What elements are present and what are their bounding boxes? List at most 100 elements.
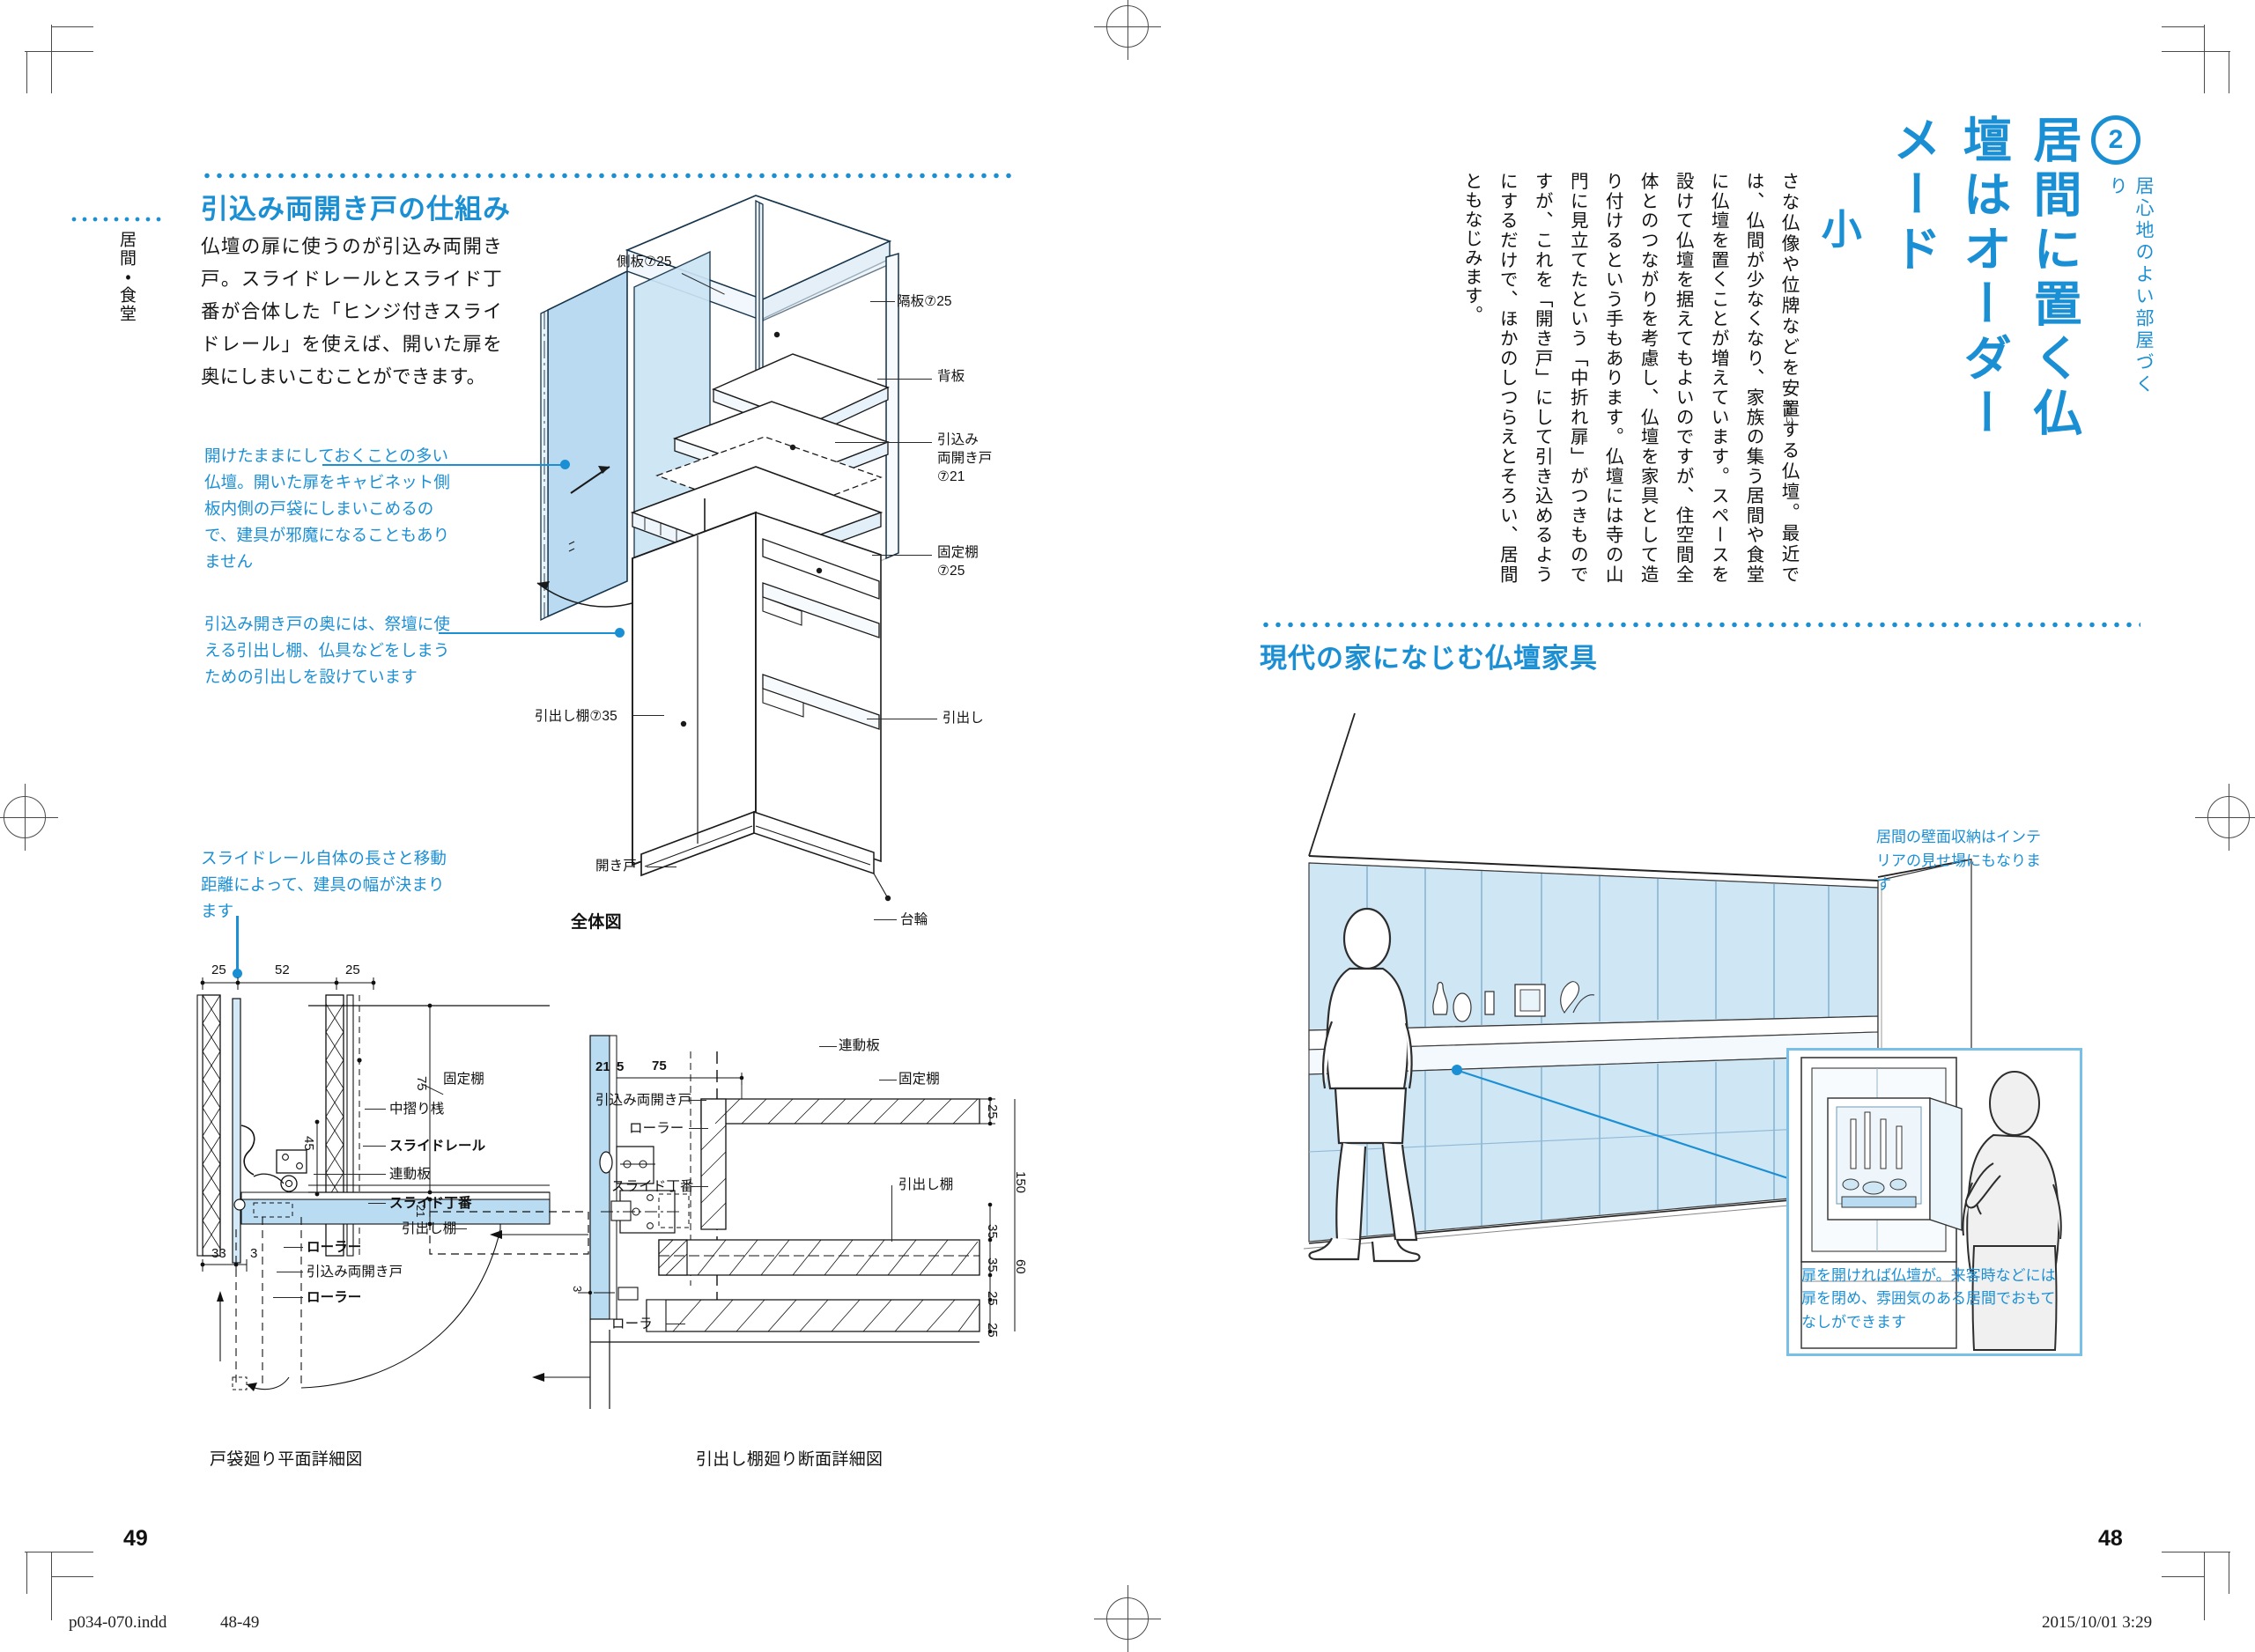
- detail-plan-caption: 戸袋廻り平面詳細図: [210, 1450, 363, 1469]
- plan-label-slide-hinge: スライド丁番: [389, 1196, 472, 1211]
- registration-mark-right: [2195, 784, 2255, 851]
- left-section-rule: [201, 173, 1011, 179]
- crop-mark-br2-h: [2162, 1576, 2204, 1577]
- crop-mark-bl2-v: [26, 1552, 27, 1594]
- iso-label-retractable-door: 引込み 両開き戸 ⑦21: [937, 432, 993, 484]
- dim-sec-25c: 25: [985, 1323, 1000, 1338]
- iso-label-drawer: 引出し: [943, 711, 984, 726]
- dim-sec-35a: 35: [985, 1224, 1000, 1239]
- iso-leader-back-panel: [877, 379, 932, 380]
- dim-plan-52: 52: [275, 962, 290, 977]
- plan-leader-roller-1: [284, 1247, 303, 1248]
- plan-label-center-rail: 中摺り桟: [389, 1102, 445, 1117]
- iso-leader-partition: [870, 301, 895, 302]
- iso-label-hinged-door: 開き戸: [595, 859, 637, 874]
- sec-label-drawer-shelf: 引出し棚: [898, 1177, 954, 1192]
- dim-sec-25a: 25: [985, 1104, 1000, 1119]
- ruby-ihai: いはい: [1783, 398, 1793, 424]
- iso-leader-fixed-shelf: [872, 555, 932, 556]
- plan-leader-center-rail: [365, 1109, 386, 1110]
- dim-plan-25a: 25: [211, 962, 226, 977]
- running-head-rule: [69, 217, 166, 222]
- crop-mark-br-v: [2204, 1552, 2205, 1620]
- dim-sec-5: 5: [617, 1059, 625, 1074]
- callout-slide-rail: スライドレール自体の長さと移動距離によって、建具の幅が決まります: [201, 849, 447, 920]
- iso-caption: 全体図: [571, 913, 622, 932]
- plan-label-roller-2: ローラー: [307, 1290, 362, 1305]
- sec-label-roller-top: ローラー: [629, 1121, 684, 1136]
- iso-label-base-frame: 台輪: [900, 912, 928, 927]
- crop-mark-tl2-v: [26, 51, 27, 93]
- callout-slide-rail-dot: [233, 969, 242, 978]
- callout-drawer-shelf: 引込み開き戸の奥には、祭壇に使える引出し棚、仏具などをしまうための引出しを設けて…: [204, 615, 451, 686]
- interior-perspective-drawing: [1251, 704, 2132, 1356]
- right-section-title: 現代の家になじむ仏壇家具: [1260, 643, 1598, 674]
- footer-timestamp: 2015/10/01 3:29: [2042, 1613, 2153, 1632]
- dim-sec-3: 3: [571, 1286, 584, 1293]
- crop-mark-tr-h: [2162, 51, 2230, 52]
- plan-label-retractable-door: 引込み両開き戸: [307, 1265, 403, 1280]
- sec-label-slide-hinge: スライド丁番: [611, 1179, 694, 1194]
- iso-leader-base-frame: [874, 919, 897, 920]
- folio-right: 48: [2098, 1526, 2123, 1551]
- dim-plan-33: 33: [211, 1246, 226, 1261]
- dim-sec-35b: 35: [985, 1257, 1000, 1272]
- plan-leader-slide-hinge: [368, 1203, 386, 1204]
- sec-leader-slide-hinge: [691, 1186, 708, 1187]
- iso-leader-retractable-door: [835, 442, 932, 443]
- iso-leader-drawer-shelf: [632, 715, 664, 716]
- callout-door-pocket-leader: [322, 464, 566, 467]
- detail-section-drawing: [429, 1035, 1016, 1409]
- iso-label-side-panel: 側板⑦25: [617, 254, 672, 269]
- plan-leader-linkage-plate: [314, 1174, 386, 1175]
- dim-sec-25b: 25: [985, 1291, 1000, 1306]
- sec-label-roller-bottom: ローラ: [611, 1316, 653, 1331]
- sec-label-retractable-door: 引込み両開き戸: [595, 1093, 692, 1108]
- lead-paragraph: さな仏像や位牌などを安置する仏壇。最近では、仏間が少なくなり、家族の集う居間や食…: [1461, 172, 1799, 584]
- plan-label-roller-1: ローラー: [307, 1240, 362, 1255]
- plan-label-linkage-plate: 連動板: [389, 1167, 431, 1182]
- sec-leader-drawer-shelf: [891, 1185, 892, 1242]
- detail-section-caption: 引出し棚廻り断面詳細図: [696, 1450, 884, 1469]
- dim-sec-75: 75: [652, 1058, 667, 1073]
- page-title: 居間に置く仏壇はオーダーメード: [1885, 114, 2081, 442]
- crop-mark-tl-v: [51, 25, 52, 93]
- plan-label-drawer-shelf: 引出し棚: [402, 1221, 457, 1236]
- footer-page-range: 48-49: [220, 1613, 260, 1632]
- inset-altar-photo: 扉を開ければ仏壇が。来客時などには扉を閉め、雰囲気のある居間でおもてなしができま…: [1786, 1048, 2082, 1356]
- chapter-number-badge: 2: [2091, 115, 2140, 165]
- plan-leader-drawer-shelf: [451, 1228, 467, 1229]
- folio-left: 49: [123, 1526, 148, 1551]
- dim-sec-60: 60: [1013, 1259, 1028, 1274]
- callout-inset-photo: 扉を開ければ仏壇が。来客時などには扉を閉め、雰囲気のある居間でおもてなしができま…: [1801, 1267, 2056, 1331]
- left-section-title: 引込み両開き戸の仕組み: [201, 194, 511, 225]
- dim-plan-21: 21: [414, 1205, 427, 1218]
- iso-label-back-panel: 背板: [937, 369, 965, 384]
- crop-mark-tr2-h: [2162, 26, 2204, 27]
- dim-plan-25b: 25: [345, 962, 360, 977]
- iso-label-partition: 隔板⑦25: [897, 294, 952, 309]
- registration-mark-left: [0, 784, 58, 851]
- callout-wall-storage: 居間の壁面収納はインテリアの見せ場にもなります: [1876, 829, 2041, 894]
- crop-mark-tl-h: [25, 51, 93, 52]
- sec-leader-retractable-door: [689, 1100, 706, 1101]
- right-section-rule: [1260, 622, 2140, 628]
- crop-mark-bl-v: [51, 1552, 52, 1620]
- callout-drawer-shelf-dot: [615, 628, 625, 638]
- plan-leader-slide-rail: [363, 1146, 386, 1147]
- callout-drawer-shelf-leader: [439, 632, 620, 635]
- lead-drop-cap: 小: [1799, 208, 1878, 296]
- callout-door-pocket: 開けたままにしておくことの多い仏壇。開いた扉をキャビネット側板内側の戸袋にしまい…: [204, 446, 451, 571]
- isometric-cabinet-drawing: [529, 195, 1004, 916]
- sec-leader-roller-top: [689, 1128, 708, 1129]
- dim-plan-45: 45: [301, 1136, 316, 1151]
- lead-drop-char: 小: [1815, 208, 1862, 250]
- plan-label-fixed-shelf: 固定棚: [443, 1072, 484, 1087]
- plan-label-slide-rail: スライドレール: [389, 1139, 486, 1154]
- left-intro-paragraph: 仏壇の扉に使うのが引込み両開き戸。スライドレールとスライド丁番が合体した「ヒンジ…: [201, 236, 502, 387]
- crop-mark-tr-v: [2204, 25, 2205, 93]
- chapter-label: 居心地のよい部屋づくり: [2107, 176, 2154, 396]
- crop-mark-bl2-h: [51, 1576, 93, 1577]
- plan-leader-roller-2: [273, 1297, 303, 1298]
